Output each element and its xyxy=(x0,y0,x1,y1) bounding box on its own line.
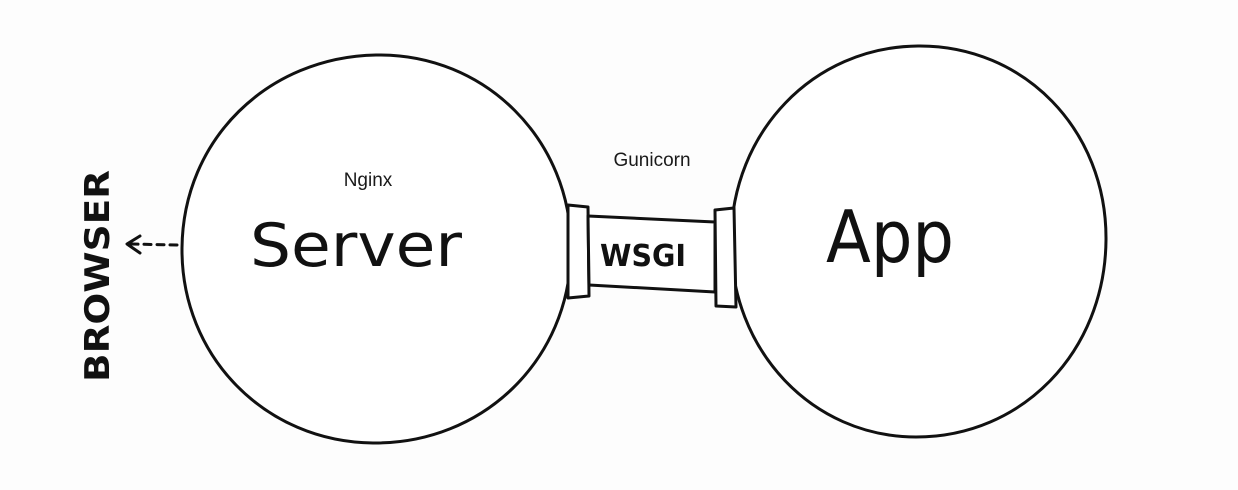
browser-label: BROWSER xyxy=(78,170,118,382)
bridge-label: WSGI xyxy=(600,239,686,274)
bridge-left-flange xyxy=(566,203,591,300)
arrow-head-icon xyxy=(125,234,142,255)
server-sublabel: Nginx xyxy=(344,170,393,191)
server-circle xyxy=(180,53,573,445)
bridge-pipe xyxy=(586,214,717,294)
app-node: App xyxy=(729,44,1108,439)
bridge-right-flange xyxy=(713,206,738,309)
dashed-arrow-shaft xyxy=(128,242,179,247)
bridge-sublabel: Gunicorn xyxy=(613,150,690,171)
app-circle xyxy=(729,44,1108,439)
wsgi-bridge: WSGI Gunicorn xyxy=(566,150,738,309)
app-label: App xyxy=(826,195,954,279)
server-node: Nginx Server xyxy=(180,53,573,445)
browser-link: BROWSER xyxy=(78,170,179,382)
server-label: Server xyxy=(250,211,462,281)
